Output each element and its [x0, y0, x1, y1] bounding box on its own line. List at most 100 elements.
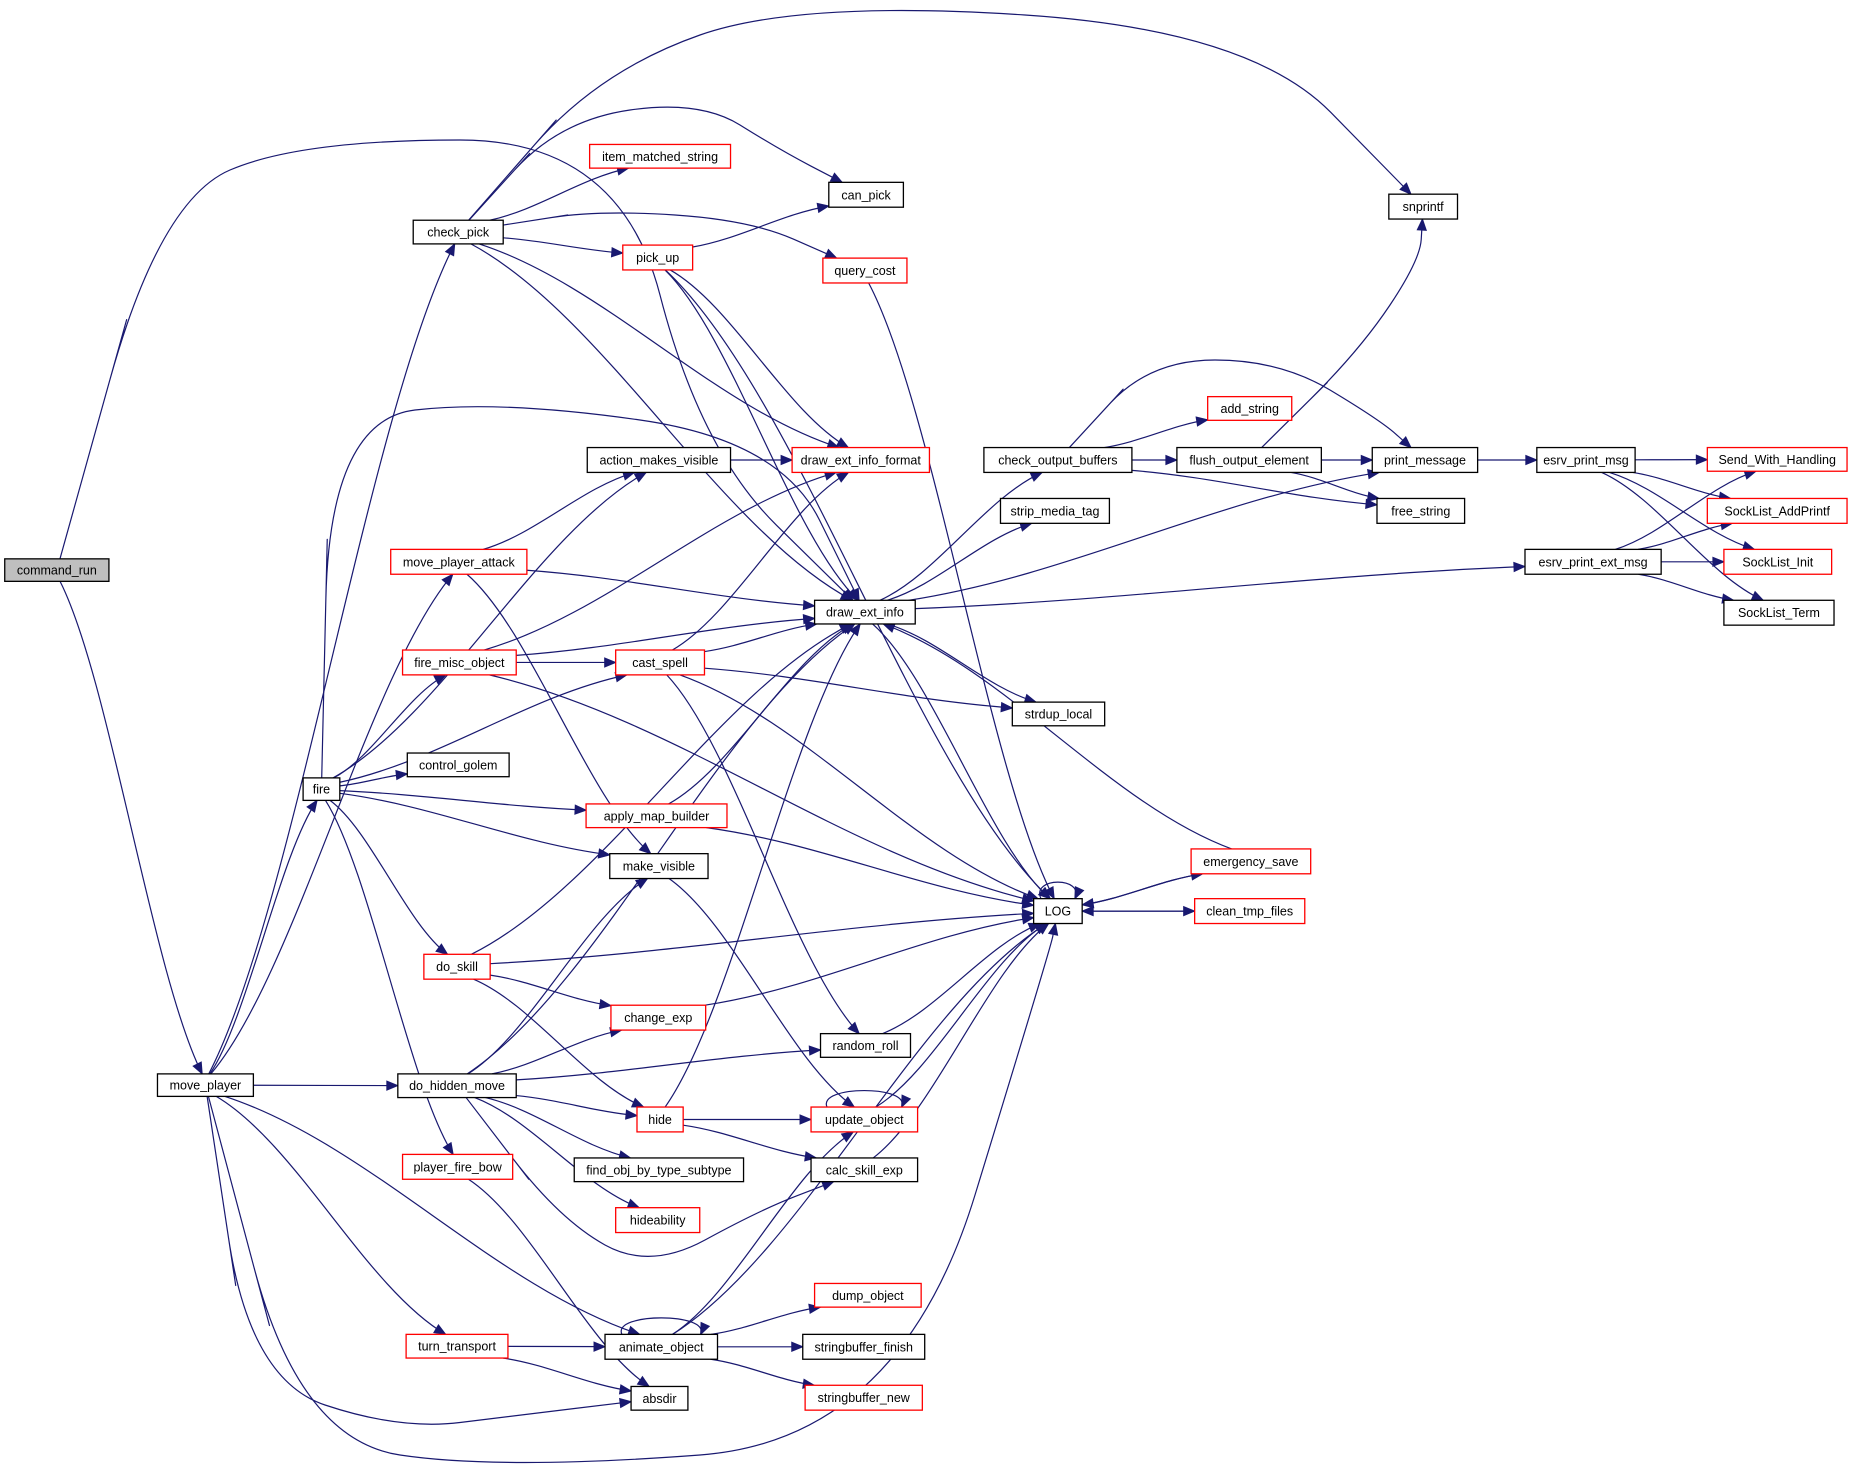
- node-hideability[interactable]: hideability: [615, 1207, 701, 1234]
- node-box[interactable]: [423, 953, 491, 980]
- node-print-message[interactable]: print_message: [1371, 446, 1479, 474]
- node-box[interactable]: [1190, 848, 1312, 875]
- node-box[interactable]: [615, 649, 706, 676]
- node-check-pick[interactable]: check_pick: [412, 219, 504, 245]
- node-box[interactable]: [586, 446, 732, 474]
- node-turn-transport[interactable]: turn_transport: [405, 1333, 509, 1359]
- node-box[interactable]: [1176, 446, 1322, 474]
- node-box[interactable]: [804, 1384, 923, 1411]
- node-box[interactable]: [1723, 548, 1833, 575]
- node-box[interactable]: [810, 1106, 919, 1133]
- node-box[interactable]: [1376, 497, 1466, 524]
- node-box[interactable]: [822, 257, 908, 284]
- node-box[interactable]: [1388, 193, 1459, 220]
- node-animate-object[interactable]: animate_object: [604, 1333, 719, 1360]
- node-fire[interactable]: fire: [302, 777, 341, 802]
- node-cast-spell[interactable]: cast_spell: [615, 649, 706, 676]
- node-socklist-init[interactable]: SockList_Init: [1723, 548, 1833, 575]
- node-strdup-local[interactable]: strdup_local: [1011, 701, 1106, 727]
- node-query-cost[interactable]: query_cost: [822, 257, 908, 284]
- node-find-obj-by-type-subtype[interactable]: find_obj_by_type_subtype: [573, 1157, 745, 1183]
- node-box[interactable]: [983, 446, 1133, 474]
- node-box[interactable]: [1194, 898, 1306, 925]
- node-box[interactable]: [573, 1157, 745, 1183]
- node-box[interactable]: [630, 1385, 689, 1411]
- node-box[interactable]: [397, 1073, 517, 1099]
- node-box[interactable]: [405, 1333, 509, 1359]
- node-command-run[interactable]: command_run: [4, 558, 110, 582]
- node-make-visible[interactable]: make_visible: [609, 853, 709, 880]
- node-socklist-addprintf[interactable]: SockList_AddPrintf: [1706, 497, 1848, 524]
- node-snprintf[interactable]: snprintf: [1388, 193, 1459, 220]
- node-box[interactable]: [813, 1282, 922, 1308]
- node-box[interactable]: [156, 1073, 255, 1098]
- node-move-player[interactable]: move_player: [156, 1073, 255, 1098]
- node-esrv-print-ext-msg[interactable]: esrv_print_ext_msg: [1524, 548, 1662, 575]
- node-box[interactable]: [1207, 395, 1293, 421]
- node-send-with-handling[interactable]: Send_With_Handling: [1706, 446, 1848, 472]
- node-box[interactable]: [412, 219, 504, 245]
- node-esrv-print-msg[interactable]: esrv_print_msg: [1536, 446, 1636, 474]
- node-box[interactable]: [1011, 701, 1106, 727]
- node-free-string[interactable]: free_string: [1376, 497, 1466, 524]
- node-box[interactable]: [802, 1333, 926, 1360]
- node-strip-media-tag[interactable]: strip_media_tag: [999, 497, 1111, 524]
- node-stringbuffer-new[interactable]: stringbuffer_new: [804, 1384, 923, 1411]
- node-box[interactable]: [999, 497, 1111, 524]
- node-dump-object[interactable]: dump_object: [813, 1282, 922, 1308]
- node-box[interactable]: [401, 649, 517, 676]
- node-update-object[interactable]: update_object: [810, 1106, 919, 1133]
- node-fire-misc-object[interactable]: fire_misc_object: [401, 649, 517, 676]
- node-draw-ext-info[interactable]: draw_ext_info: [813, 599, 916, 625]
- node-box[interactable]: [819, 1032, 912, 1058]
- node-box[interactable]: [4, 558, 110, 582]
- node-box[interactable]: [1706, 446, 1848, 472]
- node-check-output-buffers[interactable]: check_output_buffers: [983, 446, 1133, 474]
- node-emergency-save[interactable]: emergency_save: [1190, 848, 1312, 875]
- node-absdir[interactable]: absdir: [630, 1385, 689, 1411]
- node-apply-map-builder[interactable]: apply_map_builder: [585, 803, 728, 829]
- node-move-player-attack[interactable]: move_player_attack: [390, 548, 528, 575]
- node-box[interactable]: [1723, 599, 1835, 626]
- node-stringbuffer-finish[interactable]: stringbuffer_finish: [802, 1333, 926, 1360]
- node-item-matched-string[interactable]: item_matched_string: [588, 143, 732, 169]
- node-box[interactable]: [302, 777, 341, 802]
- node-box[interactable]: [585, 803, 728, 829]
- node-control-golem[interactable]: control_golem: [406, 752, 510, 778]
- node-do-hidden-move[interactable]: do_hidden_move: [397, 1073, 517, 1099]
- node-hide[interactable]: hide: [636, 1106, 684, 1133]
- node-box[interactable]: [604, 1333, 719, 1360]
- node-box[interactable]: [406, 752, 510, 778]
- node-box[interactable]: [390, 548, 528, 575]
- node-box[interactable]: [813, 599, 916, 625]
- node-calc-skill-exp[interactable]: calc_skill_exp: [810, 1157, 919, 1183]
- node-box[interactable]: [1371, 446, 1479, 474]
- node-draw-ext-info-format[interactable]: draw_ext_info_format: [791, 446, 931, 474]
- node-box[interactable]: [609, 853, 709, 880]
- node-clean-tmp-files[interactable]: clean_tmp_files: [1194, 898, 1306, 925]
- node-add-string[interactable]: add_string: [1207, 395, 1293, 421]
- node-pick-up[interactable]: pick_up: [622, 244, 694, 271]
- node-log[interactable]: LOG: [1032, 898, 1083, 925]
- node-box[interactable]: [810, 1157, 919, 1183]
- node-box[interactable]: [828, 181, 905, 208]
- node-box[interactable]: [1706, 497, 1848, 524]
- node-box[interactable]: [1032, 898, 1083, 925]
- node-box[interactable]: [401, 1153, 514, 1180]
- node-box[interactable]: [1536, 446, 1636, 474]
- node-player-fire-bow[interactable]: player_fire_bow: [401, 1153, 514, 1180]
- node-box[interactable]: [1524, 548, 1662, 575]
- node-can-pick[interactable]: can_pick: [828, 181, 905, 208]
- node-box[interactable]: [622, 244, 694, 271]
- node-change-exp[interactable]: change_exp: [610, 1004, 707, 1031]
- node-flush-output-element[interactable]: flush_output_element: [1176, 446, 1322, 474]
- node-box[interactable]: [610, 1004, 707, 1031]
- node-box[interactable]: [636, 1106, 684, 1133]
- node-do-skill[interactable]: do_skill: [423, 953, 491, 980]
- node-random-roll[interactable]: random_roll: [819, 1032, 912, 1058]
- node-action-makes-visible[interactable]: action_makes_visible: [586, 446, 732, 474]
- node-socklist-term[interactable]: SockList_Term: [1723, 599, 1835, 626]
- node-box[interactable]: [791, 446, 931, 474]
- node-box[interactable]: [588, 143, 732, 169]
- node-box[interactable]: [615, 1207, 701, 1234]
